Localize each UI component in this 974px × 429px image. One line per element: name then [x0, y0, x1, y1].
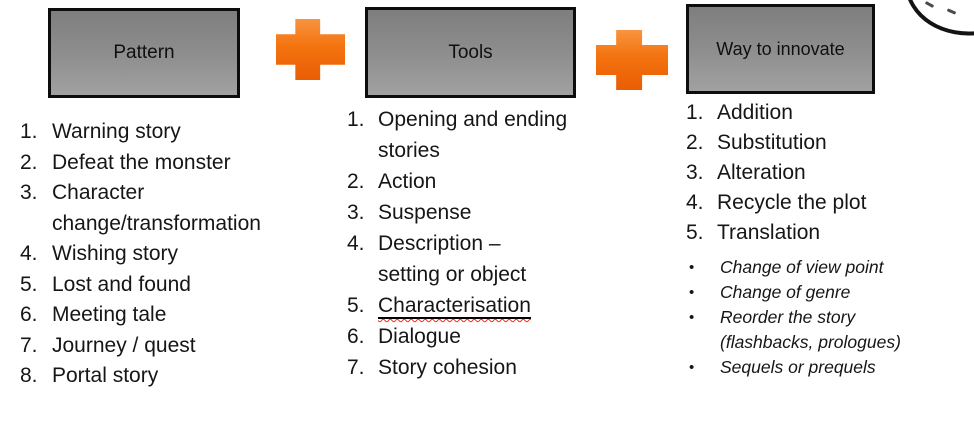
- item-number: 1.: [686, 101, 704, 124]
- item-text: Substitution: [717, 131, 827, 154]
- bullet-marker: •: [689, 359, 695, 376]
- tools-box-label: Tools: [448, 41, 493, 63]
- pattern-list: 1. Warning story 2. Defeat the monster 3. Cha…: [20, 117, 320, 392]
- item-number: 6.: [347, 325, 365, 348]
- list-item: 3. Alteration: [686, 158, 966, 188]
- plus-connector-icon: [276, 19, 345, 80]
- list-item: • Change of view point: [686, 255, 966, 280]
- list-item: 5. Translation: [686, 218, 966, 248]
- item-text: Defeat the monster: [52, 150, 231, 174]
- item-text: Change of view point: [720, 257, 884, 277]
- item-number: 5.: [686, 221, 704, 244]
- item-text: Recycle the plot: [717, 191, 867, 214]
- item-number: 7.: [347, 356, 365, 379]
- item-text: Change of genre: [720, 282, 851, 302]
- item-number: 2.: [20, 150, 38, 174]
- list-item: • Reorder the story (flashbacks, prologue…: [686, 305, 966, 355]
- list-item: 8. Portal story: [20, 361, 320, 392]
- item-text: Lost and found: [52, 272, 191, 296]
- item-number: 2.: [347, 170, 365, 193]
- item-text: Alteration: [717, 161, 806, 184]
- item-number: 5.: [347, 294, 365, 317]
- bullet-marker: •: [689, 259, 695, 276]
- item-text: Journey / quest: [52, 333, 196, 357]
- bullet-marker: •: [689, 284, 695, 301]
- item-text: Story cohesion: [378, 356, 517, 379]
- innovate-numbered-list: 1. Addition 2. Substitution 3. Alteration 4. Re…: [686, 98, 966, 248]
- tools-box: Tools: [365, 7, 576, 98]
- item-number: 7.: [20, 333, 38, 357]
- item-number: 3.: [686, 161, 704, 184]
- item-number: 8.: [20, 364, 38, 387]
- list-item: • Sequels or prequels: [686, 355, 966, 380]
- item-number: 1.: [20, 120, 38, 143]
- item-text: Suspense: [378, 201, 472, 224]
- list-item: 2. Defeat the monster: [20, 148, 320, 179]
- item-text: Sequels or prequels: [720, 357, 876, 377]
- list-item: 4. Description – setting or object: [347, 228, 637, 290]
- item-text: Description – setting or object: [378, 232, 527, 286]
- item-number: 4.: [686, 191, 704, 214]
- way-to-innovate-lists: 1. Addition 2. Substitution 3. Alteration 4. Re…: [686, 98, 966, 380]
- list-item: 3. Character change/transformation: [20, 178, 320, 239]
- underlined-spellchecked-text: Characterisation: [378, 294, 531, 319]
- list-item: • Change of genre: [686, 280, 966, 305]
- pattern-box-label: Pattern: [113, 42, 175, 63]
- list-item: 5. Characterisation: [347, 290, 637, 321]
- item-text: Translation: [717, 221, 821, 244]
- stamp-arc: [887, 0, 974, 55]
- item-number: 2.: [686, 131, 704, 154]
- item-text: Character change/transformation: [52, 181, 261, 235]
- item-text: Portal story: [52, 364, 159, 387]
- way-to-innovate-box-label: Way to innovate: [716, 38, 845, 59]
- item-number: 3.: [347, 201, 365, 224]
- item-text: Characterisation: [378, 290, 531, 321]
- item-text: Opening and ending stories: [378, 108, 568, 162]
- item-text: Dialogue: [378, 325, 461, 348]
- list-item: 4. Recycle the plot: [686, 188, 966, 218]
- list-item: 2. Action: [347, 166, 637, 197]
- list-item: 6. Dialogue: [347, 321, 637, 352]
- item-number: 4.: [20, 242, 38, 265]
- item-number: 6.: [20, 303, 38, 326]
- list-item: 7. Story cohesion: [347, 352, 637, 383]
- plus-connector-icon: [596, 30, 668, 90]
- item-text: Wishing story: [52, 242, 179, 265]
- item-text: Addition: [717, 101, 793, 124]
- list-item: 4. Wishing story: [20, 239, 320, 270]
- list-item: 1. Addition: [686, 98, 966, 128]
- list-item: 2. Substitution: [686, 128, 966, 158]
- item-text: Meeting tale: [52, 303, 167, 326]
- list-item: 5. Lost and found: [20, 270, 320, 301]
- list-item: 1. Warning story: [20, 117, 320, 148]
- item-text: Warning story: [52, 120, 181, 143]
- way-to-innovate-box: Way to innovate: [686, 4, 875, 94]
- pattern-box: Pattern: [48, 8, 240, 98]
- innovate-bullet-list: • Change of view point • Change of genre • Re…: [686, 255, 966, 380]
- list-item: 6. Meeting tale: [20, 300, 320, 331]
- list-item: 1. Opening and ending stories: [347, 104, 637, 166]
- item-text: Reorder the story (flashbacks, prologues…: [720, 307, 901, 352]
- item-number: 1.: [347, 108, 365, 131]
- list-item: 7. Journey / quest: [20, 331, 320, 362]
- tools-list: 1. Opening and ending stories 2. Action 3. Su…: [347, 104, 637, 383]
- list-item: 3. Suspense: [347, 197, 637, 228]
- item-text: Action: [378, 170, 437, 193]
- item-number: 4.: [347, 232, 365, 255]
- bullet-marker: •: [689, 309, 695, 326]
- item-number: 5.: [20, 272, 38, 296]
- item-number: 3.: [20, 181, 38, 204]
